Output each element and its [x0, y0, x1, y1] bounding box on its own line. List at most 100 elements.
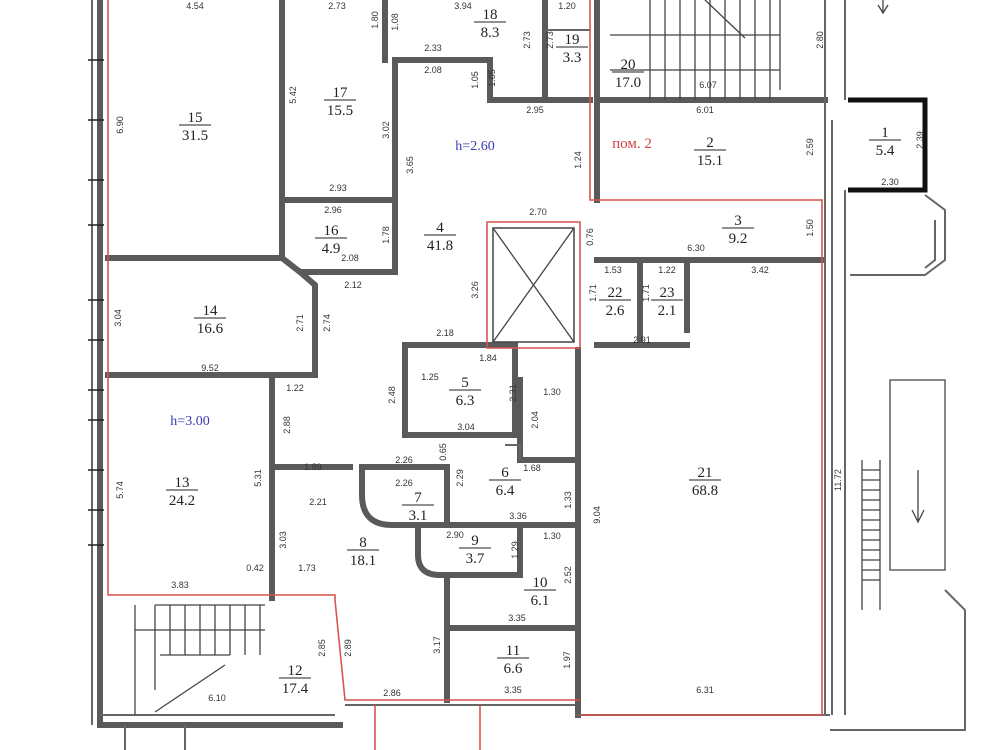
dimension-label: 1.71 — [588, 284, 598, 302]
staircase-entrance — [861, 0, 946, 610]
dimension-label: 1.30 — [543, 531, 561, 541]
room-label: 17 15.5 — [324, 85, 356, 119]
room-number: 9 — [471, 533, 479, 549]
room-number: 17 — [333, 85, 349, 101]
premises-boundary — [107, 0, 823, 750]
room-label: 56.3 — [449, 375, 481, 409]
room-label: 116.6 — [497, 643, 529, 677]
room-area: 9.2 — [729, 231, 748, 247]
room-area: 6.1 — [531, 593, 550, 609]
room-area: 3.7 — [466, 551, 485, 567]
dimension-label: 2.85 — [317, 639, 327, 657]
dimension-label: 2.73 — [545, 31, 555, 49]
dimension-label: 3.26 — [470, 281, 480, 299]
dimension-label: 2.30 — [881, 177, 899, 187]
dimension-label: 1.97 — [562, 651, 572, 669]
dimension-label: 2.52 — [563, 566, 573, 584]
dimension-label: 1.05 — [487, 69, 497, 87]
room-area: 6.4 — [496, 483, 515, 499]
room-number: 4 — [436, 220, 444, 236]
ceiling-height-label: h=3.00 — [170, 414, 209, 429]
room-area: 3.1 — [409, 508, 428, 524]
dimension-label: 2.90 — [446, 530, 464, 540]
dimension-label: 6.01 — [696, 105, 714, 115]
dimension-label: 3.35 — [504, 685, 522, 695]
dimension-label: 2.29 — [455, 469, 465, 487]
dimension-label: 1.89 — [304, 462, 322, 472]
dimension-label: 3.02 — [381, 121, 391, 139]
dimension-label: 1.20 — [558, 1, 576, 11]
dimension-label: 1.68 — [523, 463, 541, 473]
dimension-label: 9.52 — [201, 363, 219, 373]
room-number: 22 — [608, 285, 623, 301]
dimension-label: 2.26 — [395, 455, 413, 465]
dimension-label: 3.36 — [509, 511, 527, 521]
dimension-label: 1.84 — [479, 353, 497, 363]
dimension-label: 2.39 — [915, 131, 925, 149]
room-area: 3.3 — [563, 50, 582, 66]
dimension-label: 9.04 — [592, 506, 602, 524]
room-number: 13 — [175, 475, 190, 491]
dimension-label: 2.93 — [329, 183, 347, 193]
dimension-label: 2.89 — [343, 639, 353, 657]
dimension-label: 2.21 — [309, 497, 327, 507]
dimension-label: 6.90 — [115, 116, 125, 134]
dimension-label: 1.08 — [390, 13, 400, 31]
room-area: 6.6 — [504, 661, 523, 677]
walls — [88, 0, 966, 750]
room-label: 232.1 — [651, 285, 683, 319]
dimension-label: 0.76 — [585, 228, 595, 246]
dimension-label: 2.71 — [295, 314, 305, 332]
dimension-label: 1.22 — [286, 383, 304, 393]
room-label: 441.8 — [424, 220, 456, 254]
dimension-label: 2.95 — [526, 105, 544, 115]
room-label: 106.1 — [524, 575, 556, 609]
dimension-label: 0.65 — [438, 443, 448, 461]
dimension-label: 0.42 — [246, 563, 264, 573]
dimension-label: 3.17 — [432, 636, 442, 654]
room-number: 3 — [734, 213, 742, 229]
dimension-label: 1.22 — [658, 265, 676, 275]
dimension-label: 2.59 — [805, 138, 815, 156]
room-number: 21 — [698, 465, 713, 481]
room-label: 818.1 — [347, 535, 379, 569]
dimension-label: 2.08 — [424, 65, 442, 75]
dimension-label: 3.65 — [405, 156, 415, 174]
room-label: 215.1 — [694, 135, 726, 169]
room-label: 164.9 — [315, 223, 347, 257]
dimension-label: 3.04 — [113, 309, 123, 327]
dimension-label: 2.12 — [344, 280, 362, 290]
dimension-label: 3.94 — [454, 1, 472, 11]
room-label: 15.4 — [869, 125, 901, 159]
room-labels: 15.4215.139.2441.856.366.473.1818.193.71… — [166, 7, 901, 697]
premises-label: пом. 2 — [612, 136, 652, 152]
dimension-label: 5.42 — [288, 86, 298, 104]
dimension-label: 3.42 — [751, 265, 769, 275]
room-area: 15.5 — [327, 103, 353, 119]
room-label: 39.2 — [722, 213, 754, 247]
room-area: 31.5 — [182, 128, 208, 144]
dimension-label: 11.72 — [833, 469, 843, 491]
dimension-label: 2.31 — [508, 384, 518, 402]
dimension-label: 1.50 — [805, 219, 815, 237]
dimension-label: 6.10 — [208, 693, 226, 703]
staircase-12 — [134, 604, 265, 715]
room-area: 5.4 — [876, 143, 895, 159]
room-area: 4.9 — [322, 241, 341, 257]
dimension-label: 2.04 — [530, 411, 540, 429]
room-number: 7 — [414, 490, 422, 506]
room-number: 23 — [660, 285, 675, 301]
room-area: 8.3 — [481, 25, 500, 41]
dimension-label: 1.29 — [510, 541, 520, 559]
dimension-label: 6.30 — [687, 243, 705, 253]
dimension-label: 1.05 — [470, 71, 480, 89]
room-label: 222.6 — [599, 285, 631, 319]
dimension-label: 2.91 — [633, 335, 651, 345]
